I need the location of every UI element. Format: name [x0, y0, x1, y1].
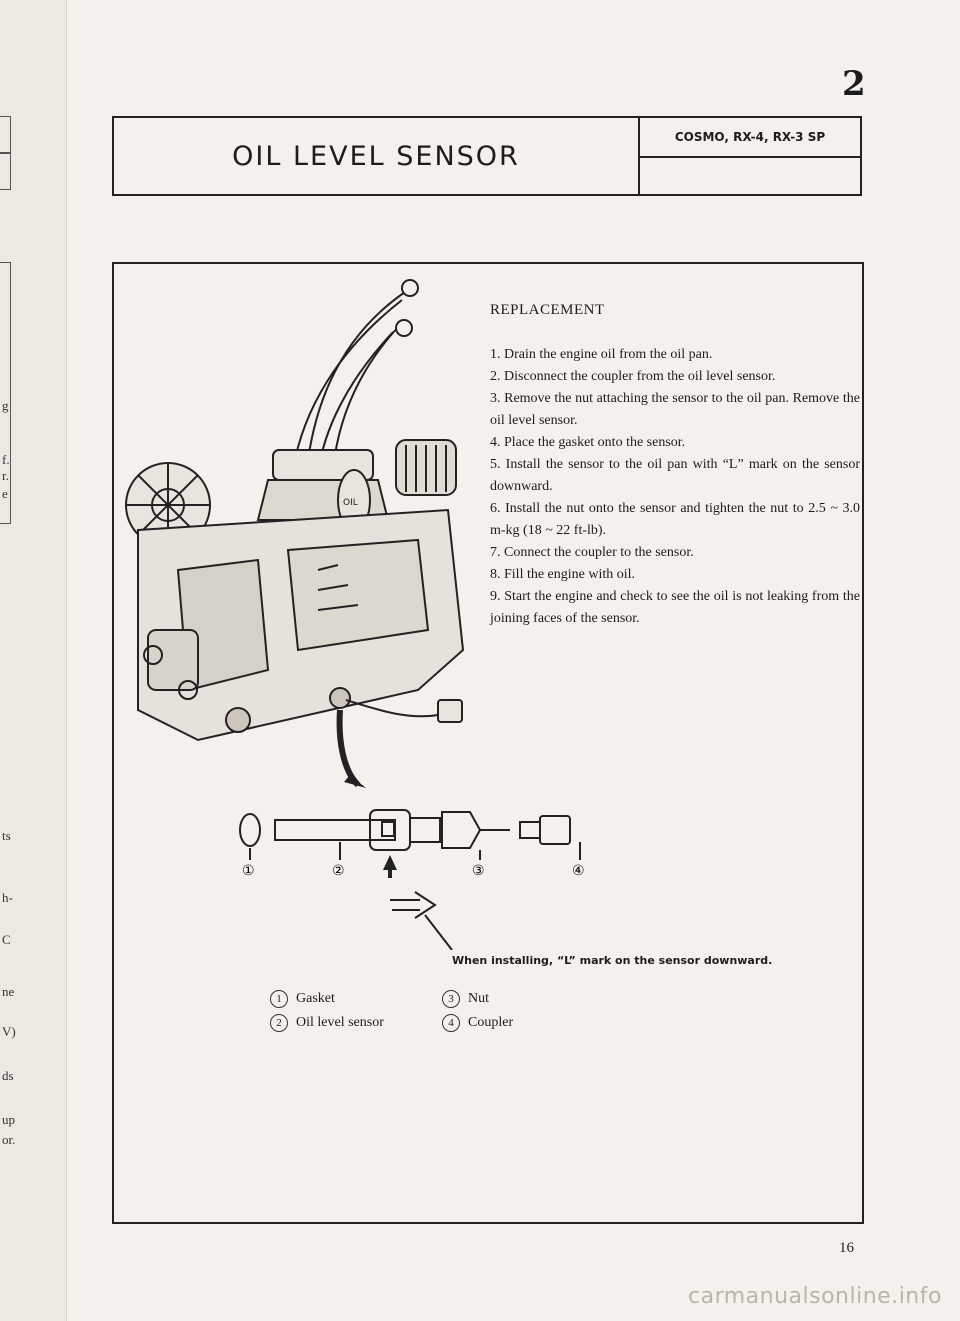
callout-3: ③ — [472, 863, 485, 879]
chapter-number: 2 — [842, 64, 866, 104]
margin-fragment: f. — [2, 452, 10, 467]
watermark: carmanualsonline.info — [688, 1284, 942, 1309]
margin-fragment: up — [2, 1112, 15, 1127]
margin-box-bottom — [0, 152, 11, 190]
callout-4: ④ — [572, 863, 585, 879]
step-item: 4. Place the gasket onto the sensor. — [490, 435, 686, 450]
step-item: 6. Install the nut onto the sensor and t… — [490, 501, 860, 538]
callout-2: ② — [332, 863, 345, 879]
left-page-margin: g f. r. e ts h- C ne V) ds up or. — [0, 0, 67, 1321]
step-item: 7. Connect the coupler to the sensor. — [490, 545, 694, 560]
coupler-part — [519, 821, 541, 839]
page-title: OIL LEVEL SENSOR — [114, 118, 640, 194]
applicable-models: COSMO, RX-4, RX-3 SP — [640, 118, 860, 158]
margin-fragment: ne — [2, 984, 15, 999]
section-heading: REPLACEMENT — [490, 302, 605, 318]
callout-1: ① — [242, 863, 255, 879]
oil-label: OIL — [343, 498, 358, 508]
margin-box-content — [0, 262, 11, 524]
margin-fragment: C — [2, 932, 11, 947]
step-item: 9. Start the engine and check to see the… — [490, 589, 860, 626]
step-item: 1. Drain the engine oil from the oil pan… — [490, 347, 713, 362]
margin-fragment: V) — [2, 1024, 16, 1039]
page-number: 16 — [839, 1240, 854, 1256]
margin-fragment: ds — [2, 1068, 14, 1083]
content-frame — [112, 262, 864, 1224]
step-item: 5. Install the sensor to the oil pan wit… — [490, 457, 860, 494]
engine-illustration: OIL — [125, 279, 465, 788]
installation-note: When installing, “L” mark on the sensor … — [452, 954, 773, 967]
margin-fragment: r. — [2, 468, 9, 483]
step-item: 2. Disconnect the coupler from the oil l… — [490, 369, 776, 384]
margin-fragment: g — [2, 398, 9, 413]
nut-part — [441, 811, 482, 849]
margin-box-top — [0, 116, 11, 154]
replacement-steps: 1. Drain the engine oil from the oil pan… — [490, 344, 860, 630]
margin-fragment: e — [2, 486, 8, 501]
sensor-exploded-view: ① ② ③ ④ — [239, 809, 585, 950]
sensor-body-part — [274, 819, 396, 841]
margin-fragment: or. — [2, 1132, 16, 1147]
margin-fragment: h- — [2, 890, 13, 905]
margin-fragment: ts — [2, 828, 11, 843]
section-header: OIL LEVEL SENSOR COSMO, RX-4, RX-3 SP — [112, 116, 862, 196]
step-item: 8. Fill the engine with oil. — [490, 567, 636, 582]
step-item: 3. Remove the nut attaching the sensor t… — [490, 391, 860, 428]
gasket-part — [239, 813, 261, 847]
